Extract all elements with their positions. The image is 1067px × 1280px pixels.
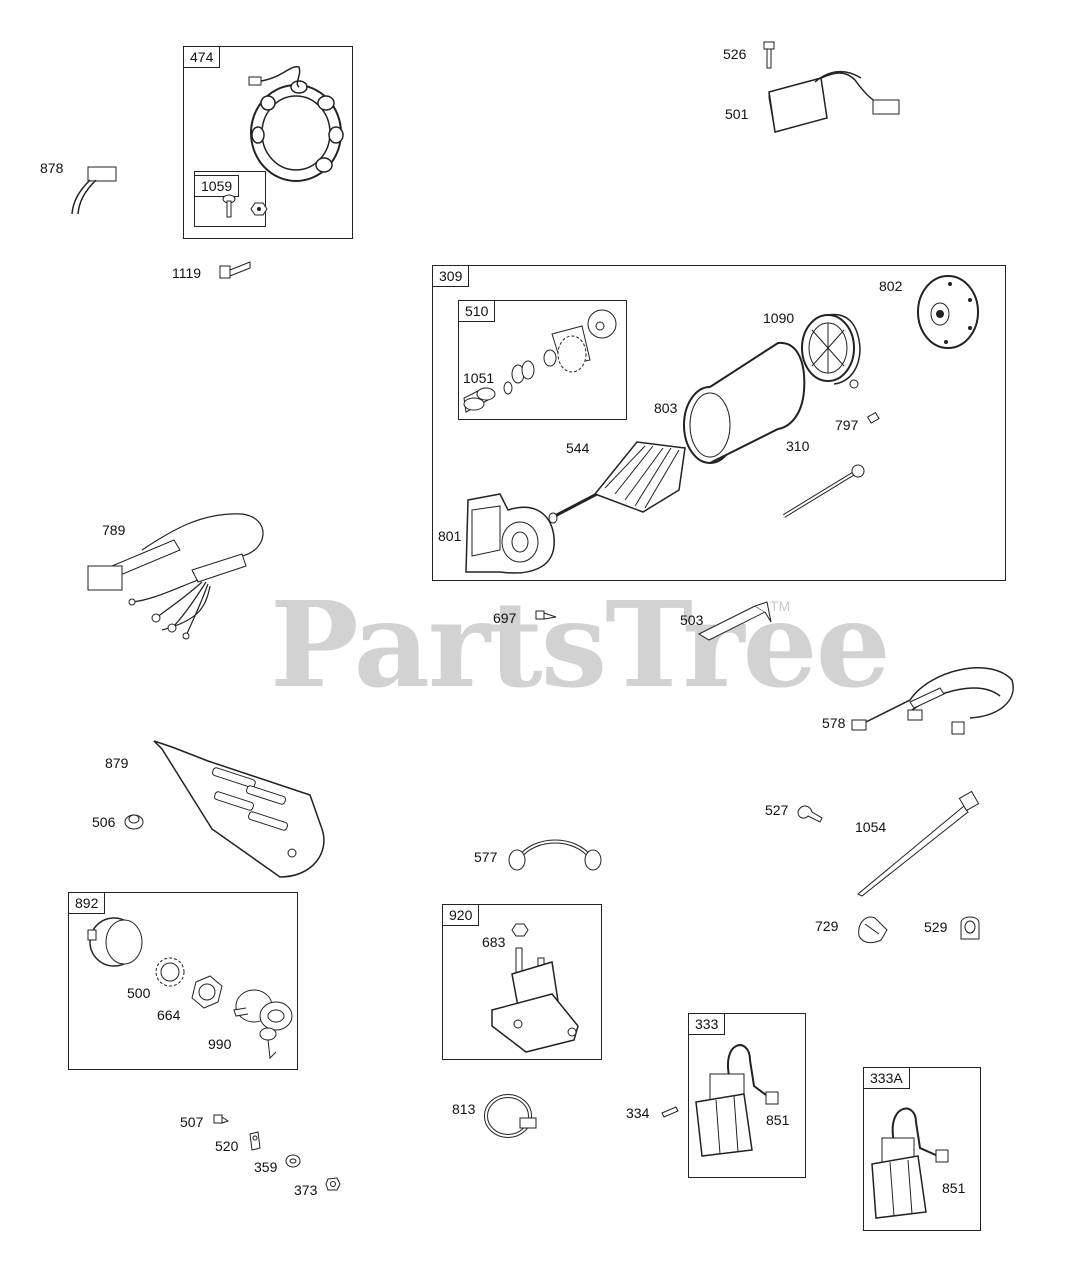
callout-529: 529: [924, 919, 948, 935]
callout-1054: 1054: [855, 819, 887, 835]
box-333A[interactable]: 333A: [863, 1067, 981, 1231]
drive-assembly-510-part[interactable]: [462, 304, 624, 416]
watermark-tm: TM: [770, 598, 791, 614]
grommet-529-part[interactable]: [957, 911, 983, 943]
harness-578-part[interactable]: [850, 660, 1020, 740]
hose-clamp-813-part[interactable]: [482, 1090, 544, 1142]
callout-878: 878: [40, 160, 64, 176]
washer-359-part[interactable]: [284, 1153, 302, 1169]
box-920[interactable]: 920: [442, 904, 602, 1060]
bolt-526-part[interactable]: [762, 40, 776, 70]
shield-879-part[interactable]: [142, 737, 332, 879]
box-333-label: 333: [689, 1014, 726, 1035]
callout-851b: 851: [942, 1180, 966, 1196]
callout-577: 577: [474, 849, 498, 865]
cable-tie-1054-part[interactable]: [852, 790, 982, 900]
callout-1090: 1090: [763, 310, 795, 326]
solenoid-920-part[interactable]: [486, 918, 596, 1053]
box-474[interactable]: 474 1059: [183, 46, 353, 239]
armature-544-part[interactable]: [545, 428, 695, 528]
box-892[interactable]: 892: [68, 892, 298, 1070]
box-309[interactable]: 309: [432, 265, 1006, 581]
callout-520: 520: [215, 1138, 239, 1154]
callout-500: 500: [127, 985, 151, 1001]
callout-813: 813: [452, 1101, 476, 1117]
callout-526: 526: [723, 46, 747, 62]
callout-729: 729: [815, 918, 839, 934]
callout-527: 527: [765, 802, 789, 818]
screw-507-part[interactable]: [210, 1111, 230, 1129]
box-309-label: 309: [433, 266, 470, 287]
callout-1051: 1051: [463, 370, 495, 386]
callout-507: 507: [180, 1114, 204, 1130]
cable-577-part[interactable]: [505, 836, 605, 872]
callout-310: 310: [786, 438, 810, 454]
drive-end-cap-801-part[interactable]: [460, 490, 560, 578]
box-1059[interactable]: [194, 171, 266, 227]
ignition-switch-892-part[interactable]: [86, 912, 296, 1062]
through-bolt-310-part[interactable]: [780, 462, 870, 522]
regulator-501-part[interactable]: [765, 60, 905, 138]
clamp-729-part[interactable]: [853, 910, 893, 946]
watermark: PartsTree: [270, 575, 891, 714]
callout-801: 801: [438, 528, 462, 544]
terminal-520-part[interactable]: [246, 1130, 264, 1152]
box-333A-label: 333A: [864, 1068, 910, 1089]
callout-789: 789: [102, 522, 126, 538]
callout-664: 664: [157, 1007, 181, 1023]
screw-506-part[interactable]: [122, 810, 148, 832]
screw-1059-part[interactable]: [219, 193, 269, 223]
ignition-coil-333A-part[interactable]: [866, 1102, 956, 1227]
bolt-1119-part[interactable]: [218, 258, 252, 282]
box-892-label: 892: [69, 893, 106, 914]
end-plate-802-part[interactable]: [910, 270, 988, 352]
box-920-label: 920: [443, 905, 480, 926]
screw-697-part[interactable]: [534, 607, 558, 623]
clip-527-part[interactable]: [794, 802, 824, 826]
callout-359: 359: [254, 1159, 278, 1175]
callout-503: 503: [680, 612, 704, 628]
housing-803-part[interactable]: [680, 333, 810, 468]
callout-797: 797: [835, 417, 859, 433]
harness-789-part[interactable]: [82, 510, 272, 645]
callout-506: 506: [92, 814, 116, 830]
connector-878-part[interactable]: [68, 162, 123, 218]
ignition-coil-333-part[interactable]: [690, 1030, 780, 1170]
bracket-503-part[interactable]: [695, 598, 775, 644]
callout-803: 803: [654, 400, 678, 416]
callout-851a: 851: [766, 1112, 790, 1128]
callout-334: 334: [626, 1105, 650, 1121]
callout-802: 802: [879, 278, 903, 294]
box-510[interactable]: 510: [458, 300, 627, 420]
box-510-label: 510: [459, 301, 496, 322]
box-333[interactable]: 333: [688, 1013, 806, 1178]
callout-578: 578: [822, 715, 846, 731]
stator-ring-part[interactable]: [244, 55, 349, 185]
callout-990: 990: [208, 1036, 232, 1052]
box-474-label: 474: [184, 47, 221, 68]
callout-501: 501: [725, 106, 749, 122]
screw-334-part[interactable]: [658, 1103, 682, 1119]
end-cap-1090-part[interactable]: [798, 308, 866, 390]
callout-697: 697: [493, 610, 517, 626]
brush-797-part[interactable]: [866, 410, 882, 426]
callout-879: 879: [105, 755, 129, 771]
callout-1119: 1119: [172, 265, 202, 281]
callout-683: 683: [482, 934, 506, 950]
nut-373-part[interactable]: [324, 1176, 342, 1192]
callout-373: 373: [294, 1182, 318, 1198]
callout-544: 544: [566, 440, 590, 456]
